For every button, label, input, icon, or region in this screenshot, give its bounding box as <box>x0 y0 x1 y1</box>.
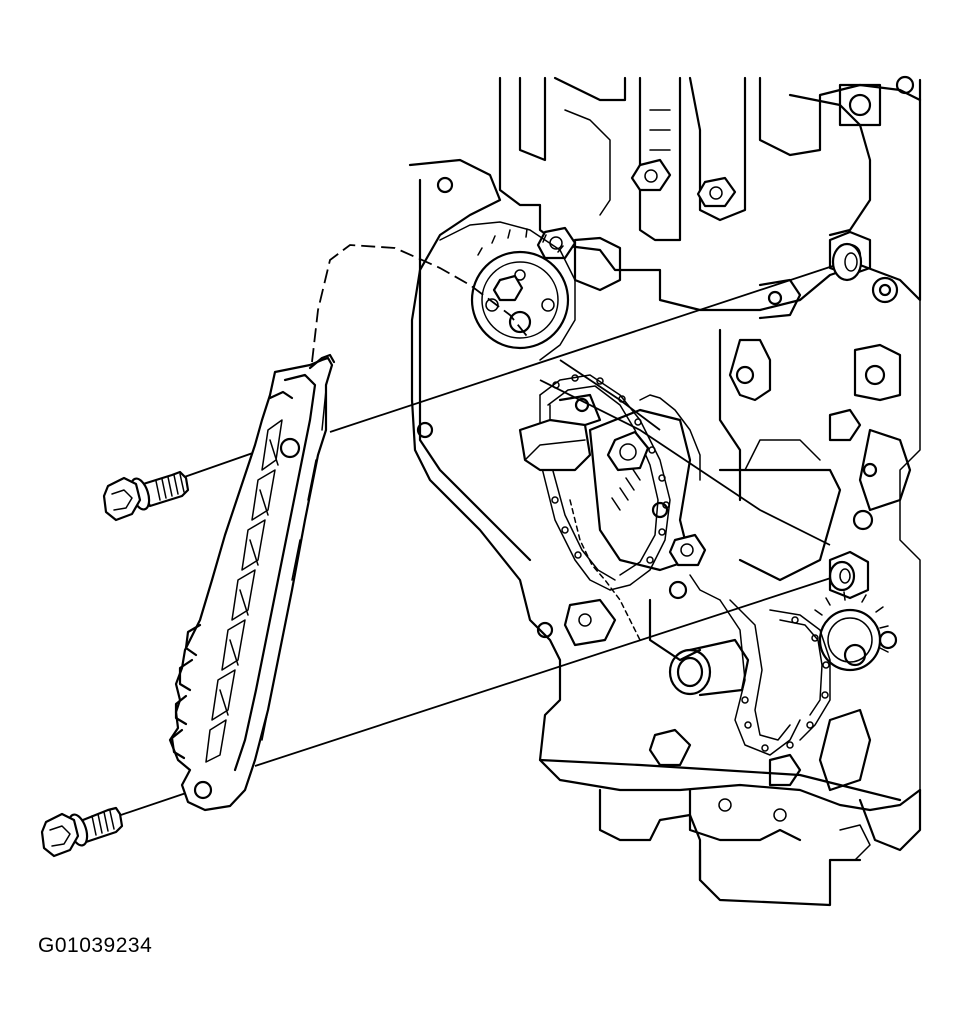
lower-guide-bolt <box>40 806 124 858</box>
mounting-holes <box>828 242 870 600</box>
intermediate-sprocket <box>518 393 707 572</box>
engine-block <box>408 75 922 812</box>
secondary-chain <box>563 574 889 756</box>
figure-id-label: G01039234 <box>38 934 153 957</box>
oil-pan <box>538 728 922 907</box>
timing-chain-guide <box>168 353 336 812</box>
upper-guide-bolt <box>102 470 190 522</box>
